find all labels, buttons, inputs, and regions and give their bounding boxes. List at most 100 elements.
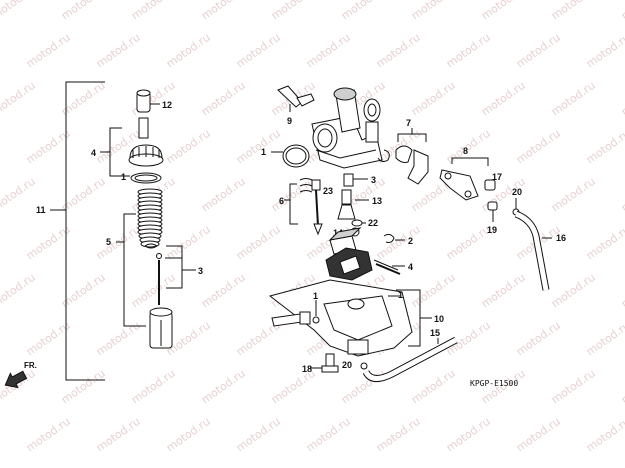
- watermark-text: motod.ru: [444, 31, 493, 71]
- watermark-text: motod.ru: [584, 223, 625, 263]
- watermark-text: motod.ru: [94, 415, 143, 455]
- callout-10: 8: [463, 146, 468, 156]
- watermark-text: motod.ru: [129, 271, 178, 311]
- watermark-text: motod.ru: [269, 0, 318, 22]
- callout-21-right: 20: [512, 187, 522, 197]
- watermark-text: motod.ru: [619, 79, 625, 119]
- watermark-text: motod.ru: [479, 0, 528, 22]
- callout-3-top: 3: [371, 175, 376, 185]
- watermark-text: motod.ru: [0, 367, 38, 407]
- watermark-text: motod.ru: [584, 127, 625, 167]
- watermark-text: motod.ru: [584, 319, 625, 359]
- watermark-text: motod.ru: [129, 79, 178, 119]
- callout-1-inner: 1: [313, 291, 318, 301]
- watermark-text: motod.ru: [24, 415, 73, 455]
- watermark-text: motod.ru: [549, 367, 598, 407]
- callout-9: 9: [287, 116, 292, 126]
- watermark-text: motod.ru: [549, 175, 598, 215]
- throttle-spring: [137, 188, 163, 248]
- watermark-text: motod.ru: [339, 367, 388, 407]
- callout-2: 2: [408, 236, 413, 246]
- watermark-text: motod.ru: [164, 415, 213, 455]
- callout-19: 18: [302, 364, 312, 374]
- watermark-text: motod.ru: [0, 175, 38, 215]
- watermark-text: motod.ru: [374, 31, 423, 71]
- watermark-text: motod.ru: [94, 31, 143, 71]
- watermark-text: motod.ru: [514, 31, 563, 71]
- callout-4: 4: [408, 262, 413, 272]
- watermark-text: motod.ru: [514, 127, 563, 167]
- watermark-text: motod.ru: [444, 223, 493, 263]
- watermark-text: motod.ru: [129, 367, 178, 407]
- watermark-text: motod.ru: [514, 415, 563, 455]
- watermark-text: motod.ru: [549, 0, 598, 22]
- watermark-text: motod.ru: [164, 31, 213, 71]
- watermark-text: motod.ru: [24, 223, 73, 263]
- watermark-text: motod.ru: [409, 367, 458, 407]
- watermark-text: motod.ru: [549, 79, 598, 119]
- carburetor-body: 9 1 3 23 13 22 1 4: [261, 85, 566, 388]
- watermark-text: motod.ru: [24, 319, 73, 359]
- watermark-text: motod.ru: [199, 0, 248, 22]
- watermark-text: motod.ru: [444, 415, 493, 455]
- callout-3-left: 3: [198, 266, 203, 276]
- watermark-text: motod.ru: [234, 223, 283, 263]
- watermark-text: motod.ru: [164, 127, 213, 167]
- watermark-text: motod.ru: [619, 271, 625, 311]
- watermark-text: motod.ru: [0, 0, 38, 22]
- watermark-text: motod.ru: [234, 415, 283, 455]
- diagram-code: KPGP-E1500: [470, 379, 518, 388]
- watermark-text: motod.ru: [0, 79, 38, 119]
- watermark-text: motod.ru: [409, 0, 458, 22]
- watermark-text: motod.ru: [619, 175, 625, 215]
- callout-1-left: 1: [121, 172, 126, 182]
- watermark-text: motod.ru: [409, 79, 458, 119]
- watermark-text: motod.ru: [59, 0, 108, 22]
- watermark-text: motod.ru: [549, 271, 598, 311]
- callout-18: 17: [492, 172, 502, 182]
- watermark-text: motod.ru: [479, 79, 528, 119]
- watermark-text: motod.ru: [234, 31, 283, 71]
- watermark-text: motod.ru: [269, 175, 318, 215]
- watermark-text: motod.ru: [619, 367, 625, 407]
- callout-22: 22: [368, 218, 378, 228]
- callout-1-chamber: 1: [398, 290, 403, 300]
- watermark-text: motod.ru: [199, 175, 248, 215]
- watermark-text: motod.ru: [374, 223, 423, 263]
- callout-5: 4: [91, 148, 96, 158]
- callout-21-bottom: 20: [342, 360, 352, 370]
- watermark-text: motod.ru: [514, 319, 563, 359]
- front-marker: FR.: [24, 361, 37, 370]
- left-assembly: 11 12 4 1 5: [4, 81, 203, 389]
- watermark-text: motod.ru: [619, 0, 625, 22]
- callout-11: 10: [434, 314, 444, 324]
- callout-14: 13: [372, 196, 382, 206]
- watermark-text: motod.ru: [24, 127, 73, 167]
- callout-7: 5: [106, 237, 111, 247]
- watermark-text: motod.ru: [479, 271, 528, 311]
- watermark-text: motod.ru: [304, 31, 353, 71]
- callout-12: 11: [36, 205, 46, 215]
- callout-13: 12: [162, 100, 172, 110]
- watermark-text: motod.ru: [234, 127, 283, 167]
- watermark-text: motod.ru: [199, 367, 248, 407]
- watermark-text: motod.ru: [339, 0, 388, 22]
- watermark-text: motod.ru: [129, 0, 178, 22]
- watermark-text: motod.ru: [584, 31, 625, 71]
- callout-20: 19: [487, 225, 497, 235]
- watermark-text: motod.ru: [94, 223, 143, 263]
- watermark-text: motod.ru: [374, 415, 423, 455]
- callout-23: 23: [323, 186, 333, 196]
- callout-8: 7: [406, 118, 411, 128]
- watermark-text: motod.ru: [24, 31, 73, 71]
- watermark-text: motod.ru: [584, 415, 625, 455]
- callout-16: 15: [430, 328, 440, 338]
- callout-1-oring: 1: [261, 147, 266, 157]
- watermark-text: motod.ru: [444, 127, 493, 167]
- callout-17: 16: [556, 233, 566, 243]
- callout-6: 6: [279, 196, 284, 206]
- watermark-text: motod.ru: [0, 271, 38, 311]
- watermark-text: motod.ru: [164, 223, 213, 263]
- watermark-text: motod.ru: [199, 271, 248, 311]
